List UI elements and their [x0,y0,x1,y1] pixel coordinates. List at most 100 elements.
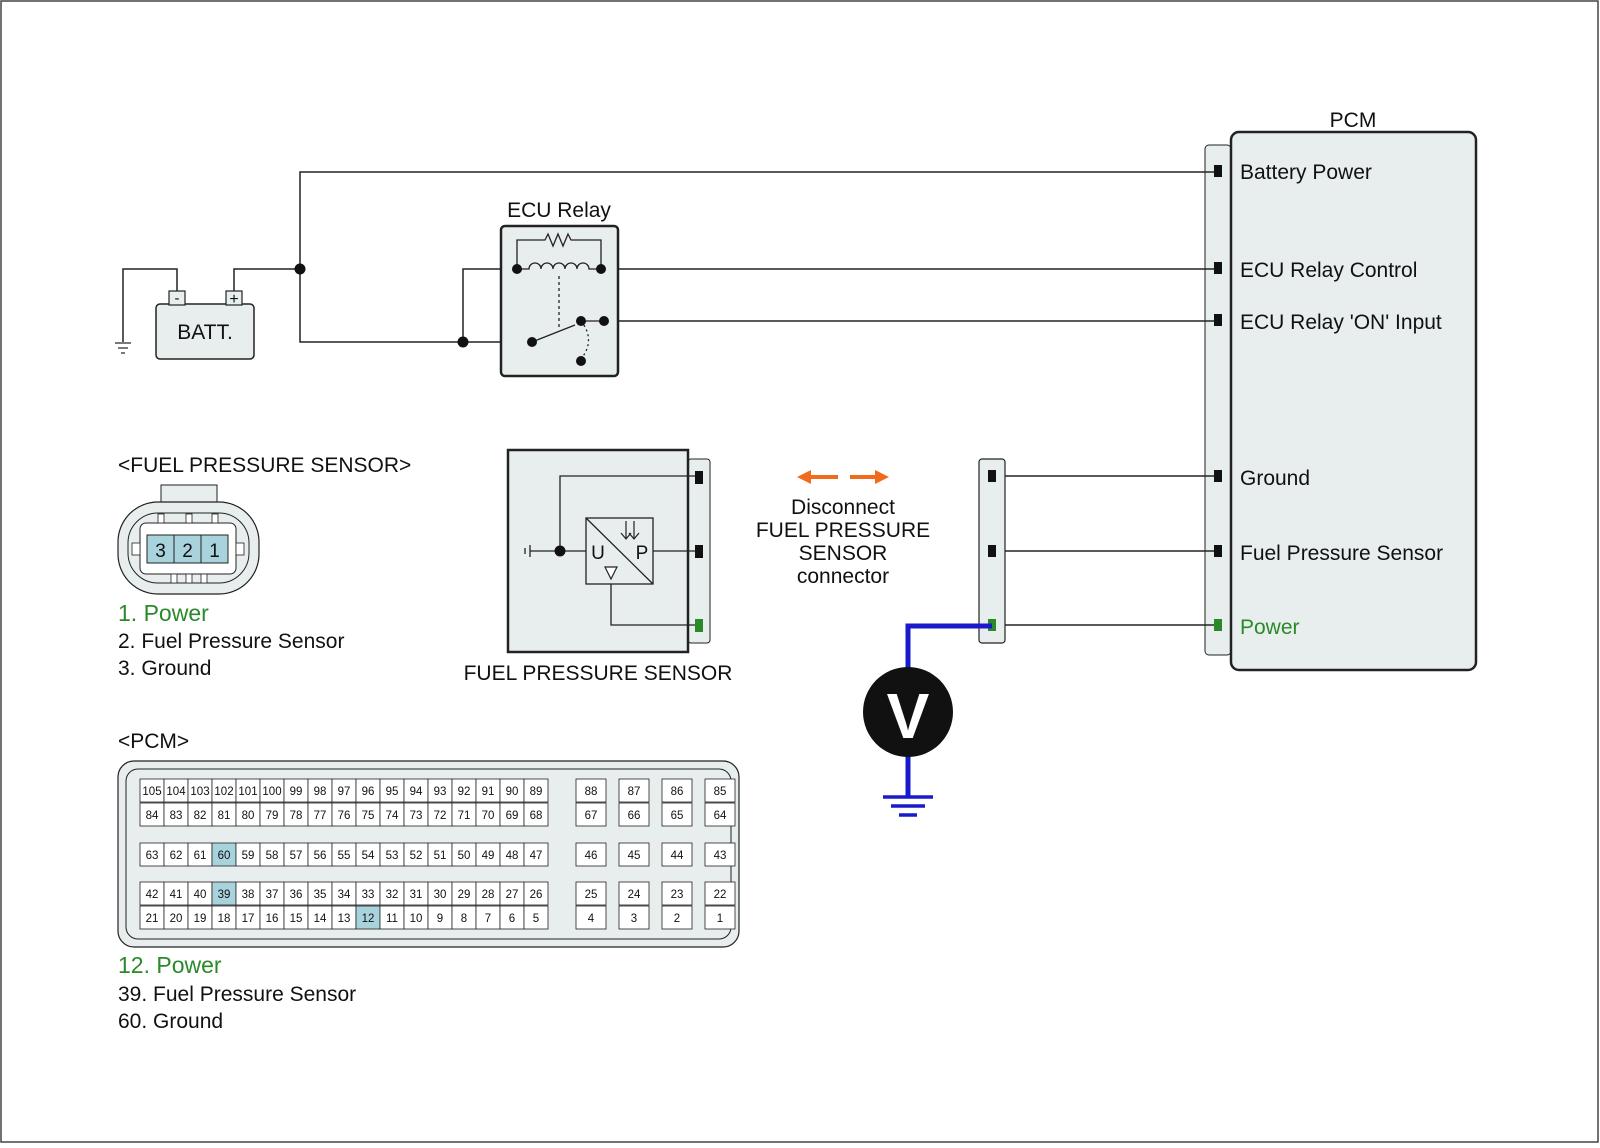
pcm-pin-number: 70 [482,810,495,822]
pcm-pin-cell [661,905,693,930]
relay-switch-arc [580,320,590,360]
pcm-pin-number: 81 [218,810,231,822]
wire-batt-negative [122,268,178,342]
pcm-pin-number: 101 [238,786,257,798]
disconnect-arrows-icon [797,470,889,484]
battery-pos-terminal [225,290,243,306]
pcm-pin-number: 3 [631,913,637,925]
pcm-pin-number: 65 [671,810,684,822]
meter-ground-icon [883,795,933,817]
pin-ecu-relay-on-input [1214,314,1222,326]
pcm-pin-number: 28 [482,889,495,901]
sensor-schematic-label: FUEL PRESSURE SENSOR [464,662,733,685]
pcm-connector-title: <PCM> [118,730,189,753]
pcm-pin-number: 76 [338,810,351,822]
pcm-pin-number: 21 [146,913,159,925]
pcm-pin-number: 35 [314,889,327,901]
pcm-pin-number: 34 [338,889,351,901]
pcm-pin-number: 47 [530,850,543,862]
ecu-relay-label: ECU Relay [507,199,611,222]
pcm-pin-number: 68 [530,810,543,822]
wire-relay-coil-feed [462,268,517,342]
pcm-pin-number: 84 [146,810,159,822]
relay-contacts [512,264,609,366]
pcm-pin-number: 62 [170,850,183,862]
pcm-pin-number: 6 [509,913,515,925]
pcm-pin-cell [704,802,736,827]
harness-pin-ground [988,470,996,482]
pcm-pin-number: 87 [628,786,641,798]
pcm-pin-number: 97 [338,786,351,798]
pcm-pin-number: 89 [530,786,543,798]
transducer-p-label: P [636,543,649,564]
pcm-pin-number: 15 [290,913,303,925]
meter-probe-wire [905,623,992,672]
pcm-pin-number: 39 [218,889,231,901]
pin-power [1214,619,1222,631]
pcm-pin-number: 86 [671,786,684,798]
pcm-pin-number: 54 [362,850,375,862]
pcm-pin-number: 102 [214,786,233,798]
pcm-pin-number: 31 [410,889,423,901]
sensor-junction [554,545,566,557]
transducer-u-label: U [591,543,605,564]
pcm-pin-number: 49 [482,850,495,862]
pin-ecu-relay-control [1214,262,1222,274]
pcm-pin-number: 67 [585,810,598,822]
pcm-pin-number: 30 [434,889,447,901]
pcm-pin-number: 18 [218,913,231,925]
pcm-pin-number: 36 [290,889,303,901]
pcm-pin-number: 51 [434,850,447,862]
pcm-pin-number: 94 [410,786,423,798]
pcm-title: PCM [1330,109,1377,132]
pcm-pin-cell [661,842,693,867]
pcm-pin-number: 38 [242,889,255,901]
pcm-pin-number: 44 [671,850,684,862]
pcm-pin-number: 17 [242,913,255,925]
pcm-pin-cell [575,778,607,803]
pcm-pin-number: 42 [146,889,159,901]
sensor-pin-row: 3 2 1 [146,534,229,564]
pcm-pin-number: 33 [362,889,375,901]
sensor-pin-ground [695,471,703,484]
pcm-pin-number: 88 [585,786,598,798]
pcm-pin-number: 40 [194,889,207,901]
pcm-pin-number: 53 [386,850,399,862]
pcm-pin-number: 64 [714,810,727,822]
relay-resistor-icon [516,232,602,269]
pcm-pin-number: 82 [194,810,207,822]
pcm-pin-cell [704,881,736,906]
disconnect-line-3: SENSOR [799,542,888,565]
pcm-pin-cell [618,905,650,930]
pcm-pin-cell [704,778,736,803]
pcm-pin-number: 90 [506,786,519,798]
label-ecu-relay-control: ECU Relay Control [1240,259,1417,282]
pcm-pin-cell [618,778,650,803]
pcm-pin-number: 7 [485,913,491,925]
pcm-pin-number: 43 [714,850,727,862]
pin-battery-power [1214,165,1222,177]
sensor-pin-signal [695,545,703,558]
wire-junctions [294,263,469,348]
pcm-pin-number: 22 [714,889,727,901]
pcm-pin-cell [575,802,607,827]
pcm-pin-number: 29 [458,889,471,901]
pcm-pin-cell [523,778,549,803]
label-battery-power: Battery Power [1240,161,1372,184]
pcm-pin-number: 92 [458,786,471,798]
pcm-pin-number: 73 [410,810,423,822]
pcm-pin-number: 72 [434,810,447,822]
disconnect-line-1: Disconnect [791,496,895,519]
pcm-pin-number: 63 [146,850,159,862]
pcm-connector-strip [1204,144,1232,656]
label-power: Power [1240,616,1300,639]
pcm-legend-ground: 60. Ground [118,1010,223,1033]
sensor-pin-3: 3 [155,541,166,562]
pcm-pin-number: 4 [588,913,595,925]
disconnect-note: Disconnect FUEL PRESSURE SENSOR connecto… [756,470,930,588]
pcm-pin-number: 78 [290,810,303,822]
pcm-pin-number: 27 [506,889,519,901]
pcm-pin-number: 8 [461,913,467,925]
pcm-pin-number: 14 [314,913,327,925]
